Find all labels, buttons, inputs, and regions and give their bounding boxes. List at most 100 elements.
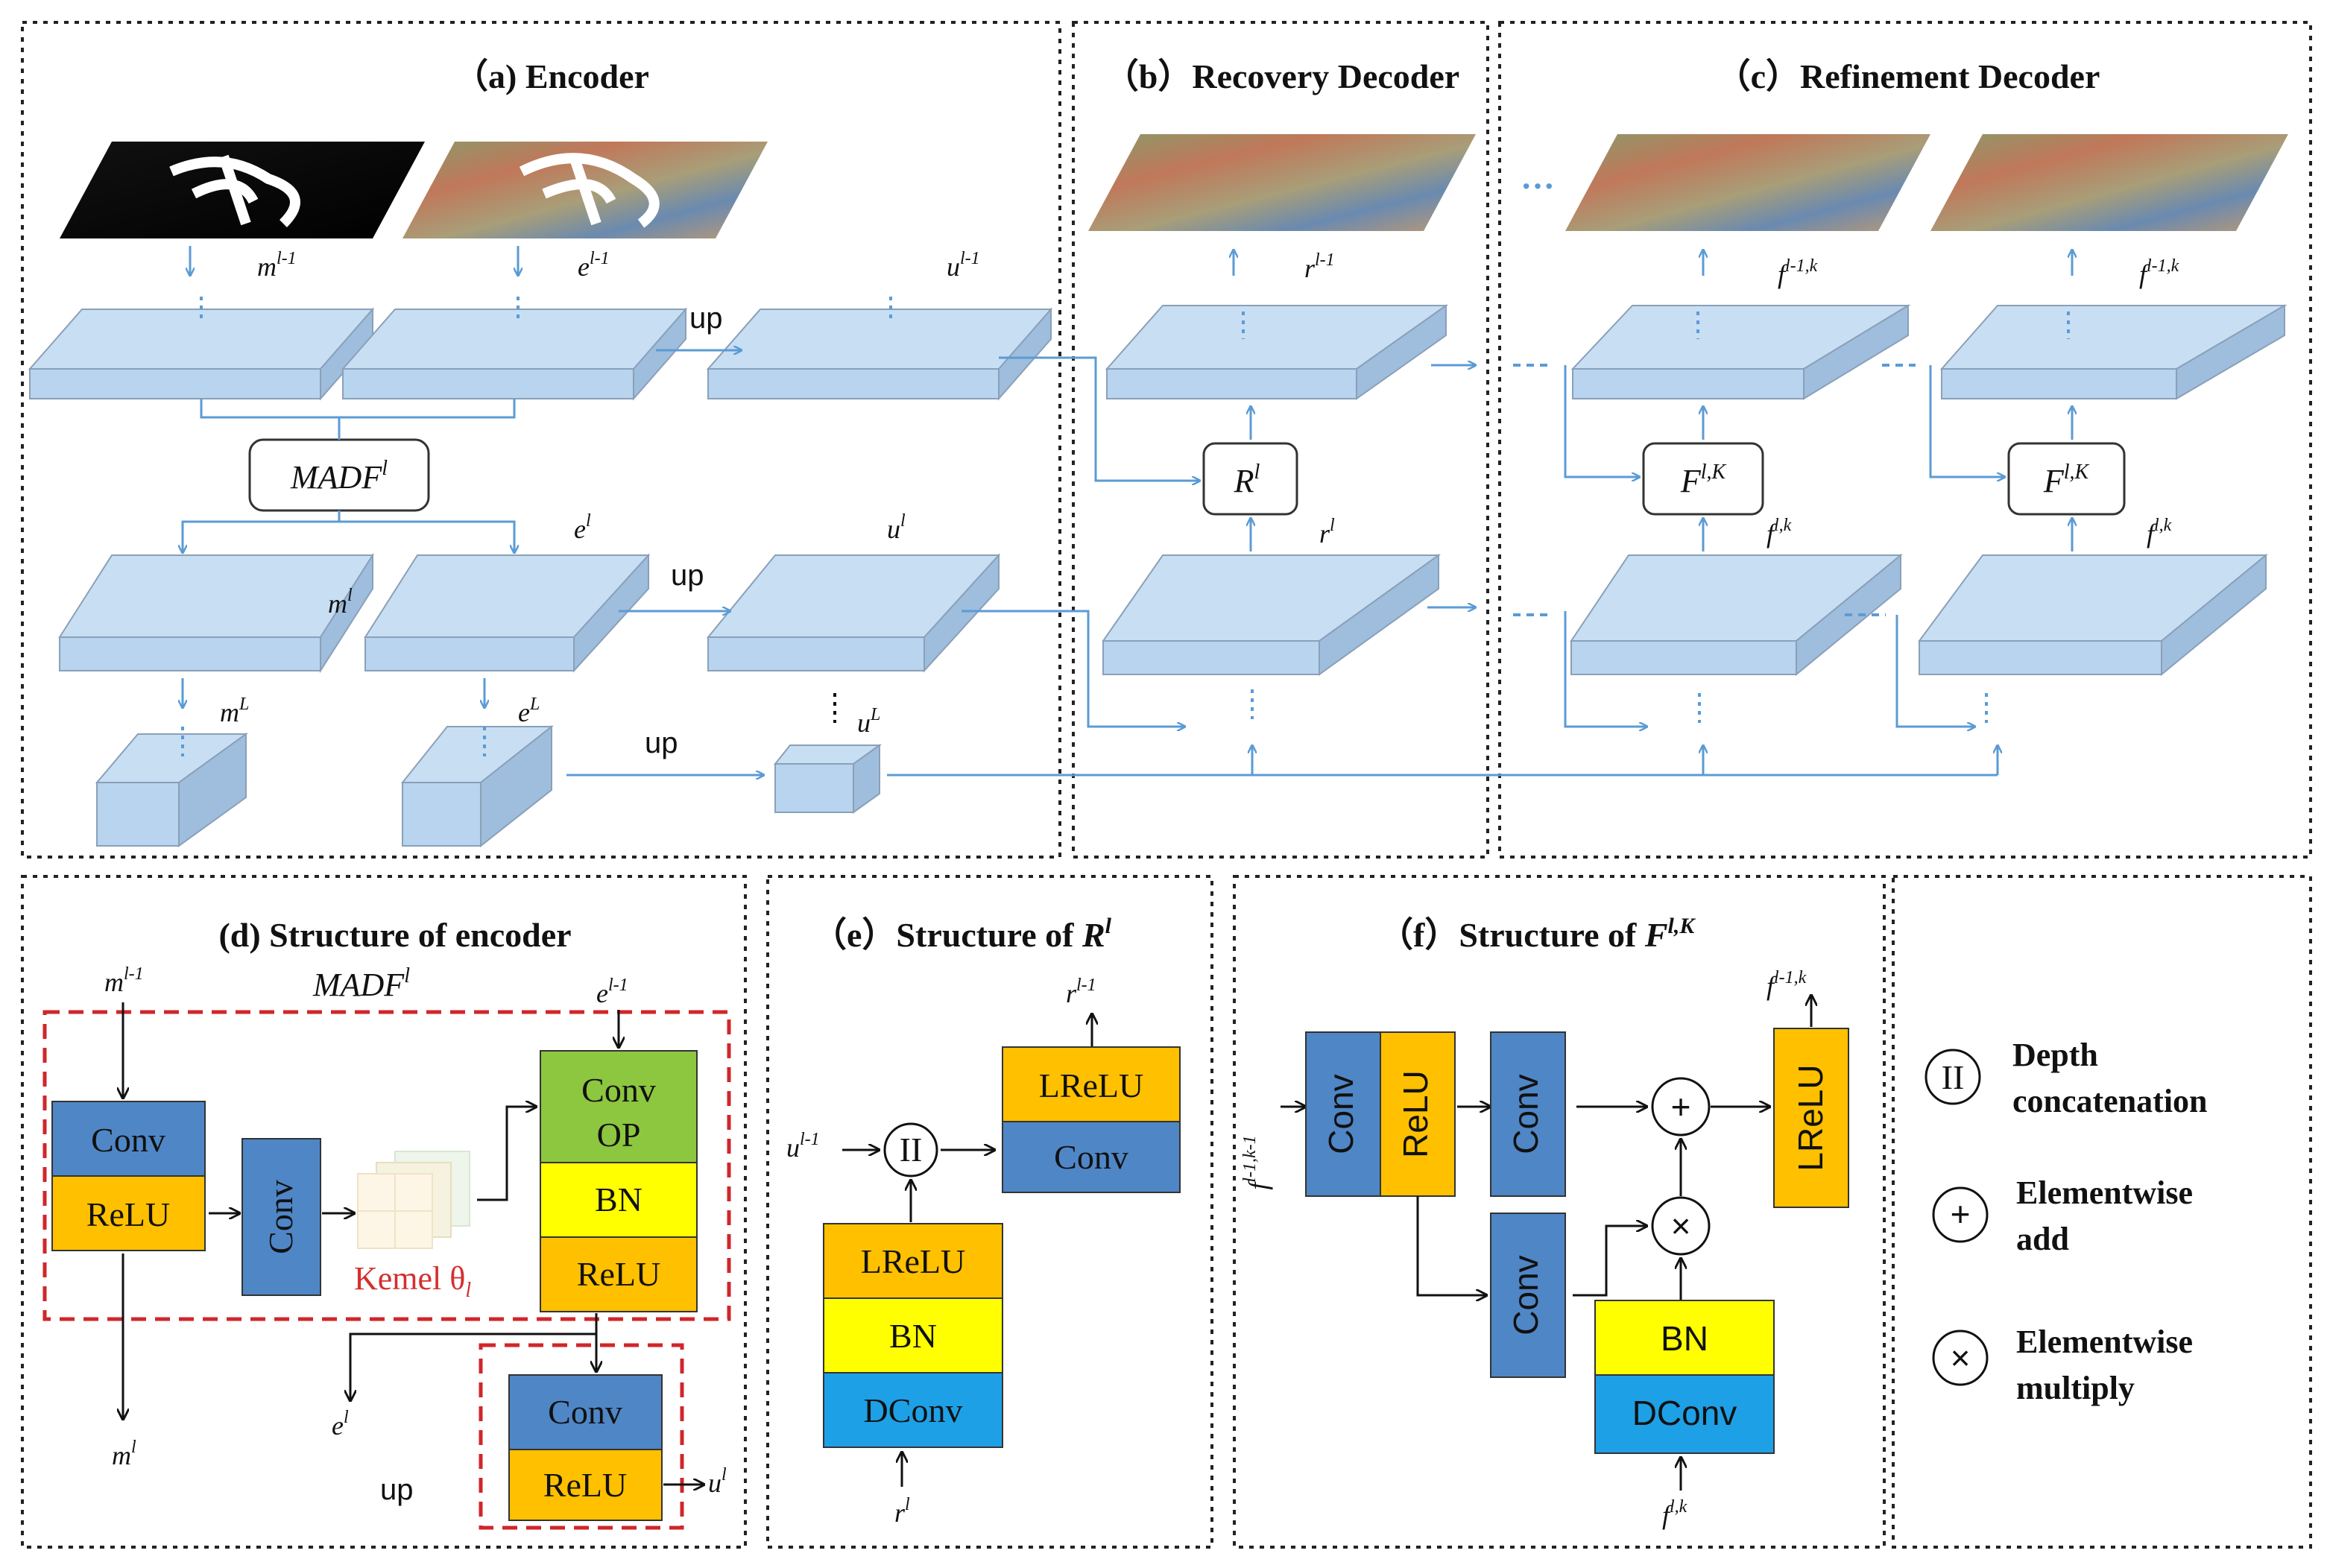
panel-a-title: （a) Encoder — [454, 57, 649, 95]
e-lrelu-block — [823, 1223, 1003, 1299]
e-lrelu-top-label: LReLU — [1039, 1066, 1144, 1104]
e-concat-symbol: II — [900, 1131, 923, 1169]
panel-b-border — [1072, 21, 1489, 859]
legend-mul-line1: Elementwise — [2016, 1324, 2193, 1360]
f-conv3-block — [1490, 1213, 1566, 1378]
e-lrelu-top-block — [1002, 1046, 1181, 1122]
d-relu2-block — [540, 1236, 698, 1312]
d-relu-label: ReLU — [86, 1195, 170, 1233]
recovery-output-image — [1088, 134, 1476, 231]
label-r-prev: rl-1 — [1304, 250, 1335, 283]
d-conv2-block — [241, 1138, 321, 1296]
label-u-L: uL — [857, 705, 880, 738]
f-dconv-label: DConv — [1632, 1394, 1737, 1432]
label-e-prev: el-1 — [578, 249, 610, 282]
f-bn-block — [1594, 1300, 1775, 1376]
arrow-c1-row1-to-F — [1564, 365, 1640, 477]
f-f-in: fl-1,k-1 — [1240, 1135, 1273, 1189]
e-conv-label: Conv — [1054, 1138, 1128, 1176]
label-up-row2: up — [671, 559, 704, 592]
legend: II Depth concatenation + Elementwise add… — [1925, 1037, 2208, 1406]
e-bn-label: BN — [889, 1317, 937, 1355]
d-relu3-label: ReLU — [543, 1466, 627, 1504]
label-f-prev-1: fl-1,k — [1778, 256, 1818, 289]
d-bn-label: BN — [595, 1180, 642, 1218]
e-concat-op — [883, 1122, 938, 1177]
fm-f-prev-1 — [1570, 304, 1911, 400]
fm-m-prev — [28, 307, 375, 401]
legend-concat-line2: concatenation — [2012, 1083, 2208, 1119]
panel-a-border — [21, 21, 1061, 859]
legend-mul-line2: multiply — [2016, 1370, 2135, 1406]
fm-f-cur-2 — [1918, 553, 2268, 677]
f-f-bottom: fl,k — [1662, 1497, 1687, 1530]
arrow-c2-row1-to-F — [1929, 365, 2005, 477]
fm-f-prev-2 — [1939, 304, 2287, 400]
label-u-cur: ul — [887, 511, 906, 544]
legend-concat-symbol: II — [1942, 1058, 1965, 1096]
f-bn-label: BN — [1661, 1319, 1708, 1358]
f-arrow-to-mul — [1573, 1226, 1647, 1297]
d-relu3-block — [508, 1449, 663, 1521]
e-u-in: ul-1 — [786, 1130, 820, 1163]
d-m-out: ml — [112, 1438, 136, 1470]
F-label-2: Fl,K — [2043, 461, 2090, 499]
f-conv1-label: Conv — [1322, 1074, 1360, 1154]
panel-e-title: （e）Structure of Rl — [812, 914, 1112, 954]
panel-c-refinement: ··· Fl,K Fl,K — [1513, 134, 2288, 775]
d-relu2-label: ReLU — [577, 1255, 660, 1293]
label-r-cur: rl — [1319, 516, 1335, 549]
arrow-c1-row2-down — [1564, 611, 1647, 727]
f-lrelu-block — [1773, 1028, 1849, 1208]
f-arrow-to-conv3 — [1416, 1196, 1487, 1295]
fm-r-prev — [1105, 304, 1449, 400]
fm-m-cur — [58, 552, 374, 674]
panel-f-title: （f）Structure of Fl,K — [1379, 914, 1696, 954]
d-conv3-block — [508, 1374, 663, 1450]
label-m-prev: ml-1 — [257, 249, 297, 282]
d-convop-label-2: OP — [597, 1116, 641, 1154]
legend-add-line1: Elementwise — [2016, 1175, 2193, 1211]
fm-m-L — [95, 733, 249, 847]
e-conv-block — [1002, 1121, 1181, 1193]
arrow-c2-row2-down — [1895, 615, 1975, 727]
panel-f-border — [1233, 875, 1886, 1549]
fm-r-cur — [1102, 554, 1442, 676]
f-relu-label: ReLU — [1396, 1070, 1435, 1158]
e-lrelu-label: LReLU — [861, 1242, 966, 1280]
panel-borders — [21, 21, 2312, 1549]
legend-concat-line1: Depth — [2012, 1037, 2098, 1073]
d-e-out: el — [332, 1408, 349, 1441]
arrow-madf-split — [181, 510, 516, 551]
f-relu-block — [1380, 1031, 1456, 1197]
legend-add-icon — [1932, 1186, 1989, 1243]
F-label-1: Fl,K — [1680, 461, 1727, 499]
legend-mul-symbol: × — [1951, 1338, 1971, 1377]
panel-e-struct-R: rl-1 LReLU Conv ul-1 II LReLU BN DConv r… — [786, 976, 1181, 1528]
d-m-in: ml-1 — [104, 964, 144, 997]
panel-e-border — [766, 875, 1213, 1549]
f-f-out: fl-1,k — [1766, 968, 1807, 1001]
d-up-label: up — [380, 1473, 414, 1506]
e-r-out: rl-1 — [1066, 976, 1096, 1008]
e-r-in: rl — [894, 1495, 910, 1528]
d-arrow-e-out — [350, 1333, 596, 1401]
fm-u-L — [773, 744, 883, 814]
d-madf-label: MADFl — [312, 964, 410, 1003]
refine-output-image-1 — [1565, 134, 1930, 231]
R-label: Rl — [1234, 461, 1260, 499]
label-e-cur: el — [574, 511, 591, 544]
label-m-L: mL — [220, 695, 249, 727]
fm-e-prev — [341, 307, 688, 401]
F-block-1 — [1642, 442, 1764, 516]
d-up-redbox — [479, 1343, 684, 1530]
masked-input-white-region — [519, 153, 660, 228]
label-f-cur-2: fl,k — [2147, 516, 2172, 549]
label-m-cur: ml — [328, 586, 353, 619]
d-u-out: ul — [708, 1465, 727, 1498]
label-up-row3: up — [645, 727, 678, 759]
panel-a-encoder: MADFl ml-1 el-1 ul-1 up ml el ul up mL e… — [28, 142, 1053, 848]
e-bn-block — [823, 1297, 1003, 1373]
legend-add-line2: add — [2016, 1221, 2069, 1257]
